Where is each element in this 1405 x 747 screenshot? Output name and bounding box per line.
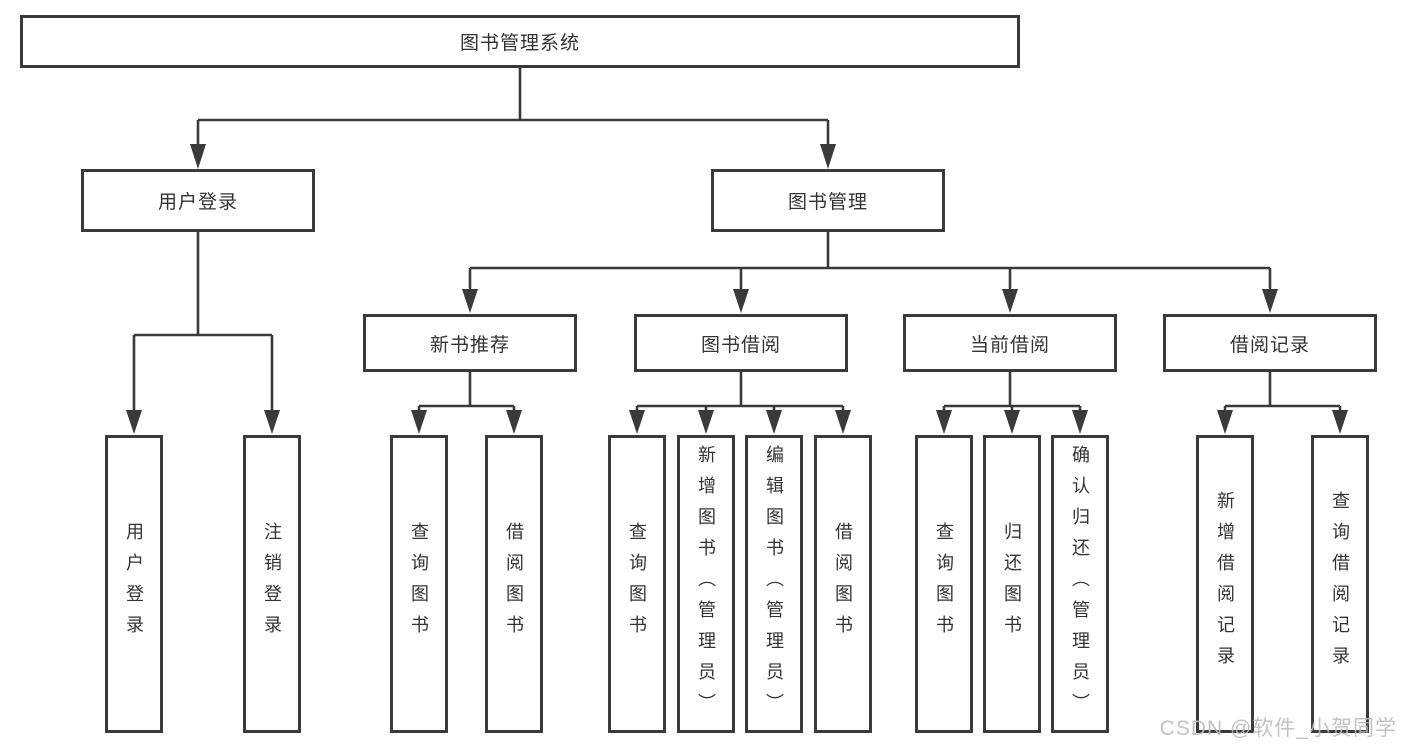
leaf-label: 查询借阅记录	[1330, 491, 1350, 677]
leaf-query-borrow-record: 查询借阅记录	[1311, 435, 1369, 733]
leaf-label: 新增借阅记录	[1215, 491, 1235, 677]
node-book-borrowing: 图书借阅	[634, 314, 848, 372]
leaf-user-login: 用户登录	[105, 435, 163, 733]
leaf-label: 查询图书	[627, 522, 647, 646]
node-label: 借阅记录	[1229, 334, 1310, 356]
leaf-label: 查询图书	[934, 522, 954, 646]
leaf-label: 归还图书	[1002, 522, 1022, 646]
node-label: 图书借阅	[700, 334, 781, 356]
leaf-query-books-current: 查询图书	[915, 435, 973, 733]
node-label: 图书管理	[787, 192, 868, 213]
leaf-label: 查询图书	[409, 522, 429, 646]
leaf-edit-books-admin: 编辑图书（管理员）	[745, 435, 803, 733]
csdn-watermark: CSDN @软件_小贺同学	[1159, 717, 1397, 740]
node-label: 当前借阅	[969, 334, 1050, 356]
leaf-logout: 注销登录	[243, 435, 301, 733]
leaf-label: 借阅图书	[833, 522, 853, 646]
leaf-label: 用户登录	[124, 522, 144, 646]
node-book-management: 图书管理	[711, 169, 945, 232]
node-current-borrowing: 当前借阅	[903, 314, 1117, 372]
node-borrowing-records: 借阅记录	[1163, 314, 1377, 372]
leaf-return-books: 归还图书	[983, 435, 1041, 733]
leaf-label: 新增图书（管理员）	[696, 444, 716, 724]
node-label: 用户登录	[157, 192, 238, 213]
leaf-add-books-admin: 新增图书（管理员）	[677, 435, 735, 733]
leaf-label: 编辑图书（管理员）	[764, 444, 784, 724]
node-label: 新书推荐	[429, 334, 510, 356]
leaf-label: 确认归还（管理员）	[1070, 444, 1090, 724]
leaf-query-books-recommend: 查询图书	[390, 435, 448, 733]
leaf-confirm-return-admin: 确认归还（管理员）	[1051, 435, 1109, 733]
node-new-book-recommendation: 新书推荐	[363, 314, 577, 372]
leaf-borrow-books-borrowing: 借阅图书	[814, 435, 872, 733]
leaf-add-borrow-record: 新增借阅记录	[1196, 435, 1254, 733]
node-label: 图书管理系统	[459, 33, 580, 54]
leaf-label: 注销登录	[262, 522, 282, 646]
leaf-label: 借阅图书	[504, 522, 524, 646]
node-user-login: 用户登录	[81, 169, 315, 232]
node-library-management-system: 图书管理系统	[20, 15, 1020, 68]
leaf-borrow-books-recommend: 借阅图书	[485, 435, 543, 733]
leaf-query-books-borrowing: 查询图书	[608, 435, 666, 733]
